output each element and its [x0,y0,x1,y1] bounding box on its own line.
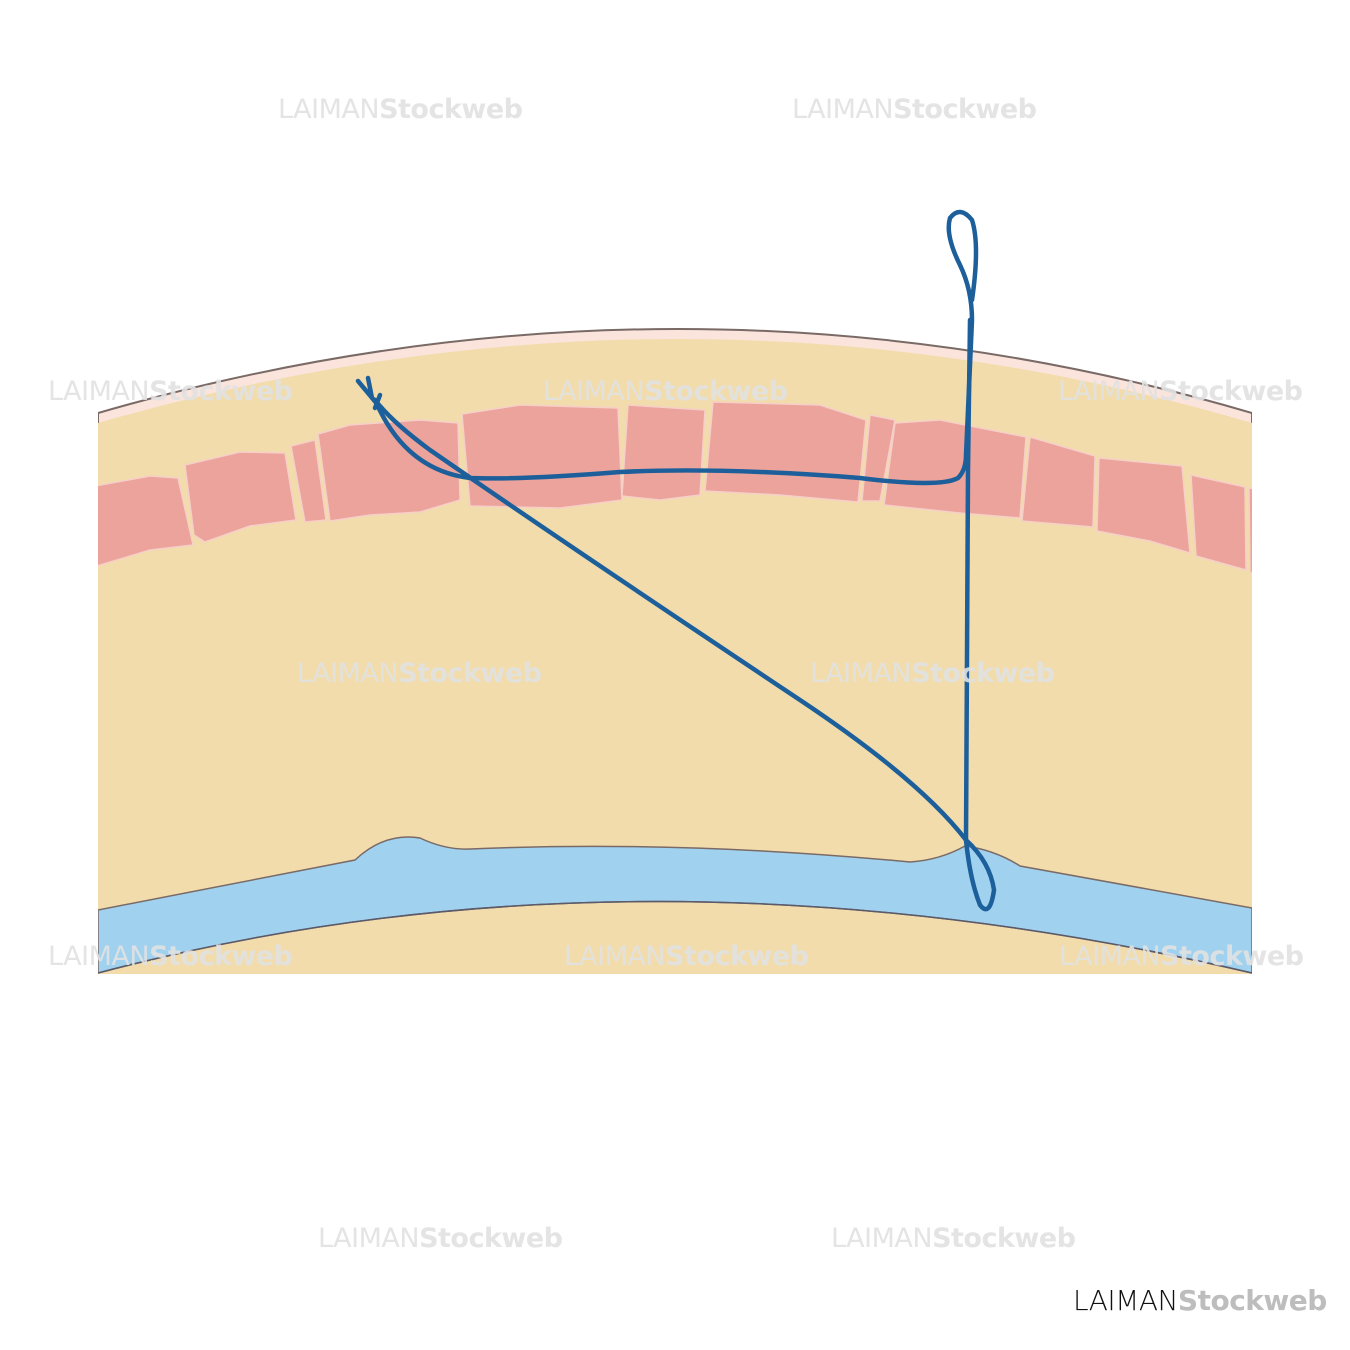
inner-edge [98,900,1252,974]
suture-knot-tails [355,375,383,411]
muscle-segment [883,419,1027,519]
muscle-segment [98,475,194,567]
muscle-segment [461,404,623,509]
suture-horizontal-pass [372,209,979,486]
suture-vertical-pass [963,317,997,912]
muscle-segment [1096,457,1191,555]
brand-logo: LAIMANStockweb [1073,1284,1327,1317]
muscle-segment [704,401,867,503]
muscle-segment [184,451,297,543]
muscle-segment [1190,474,1247,571]
muscle-segment [290,439,327,523]
muscle-segment [1021,436,1096,528]
suture-diagonal-pass [372,397,969,843]
suture [355,209,997,912]
muscle-segment [1248,487,1252,574]
muscle-segment [621,404,706,501]
